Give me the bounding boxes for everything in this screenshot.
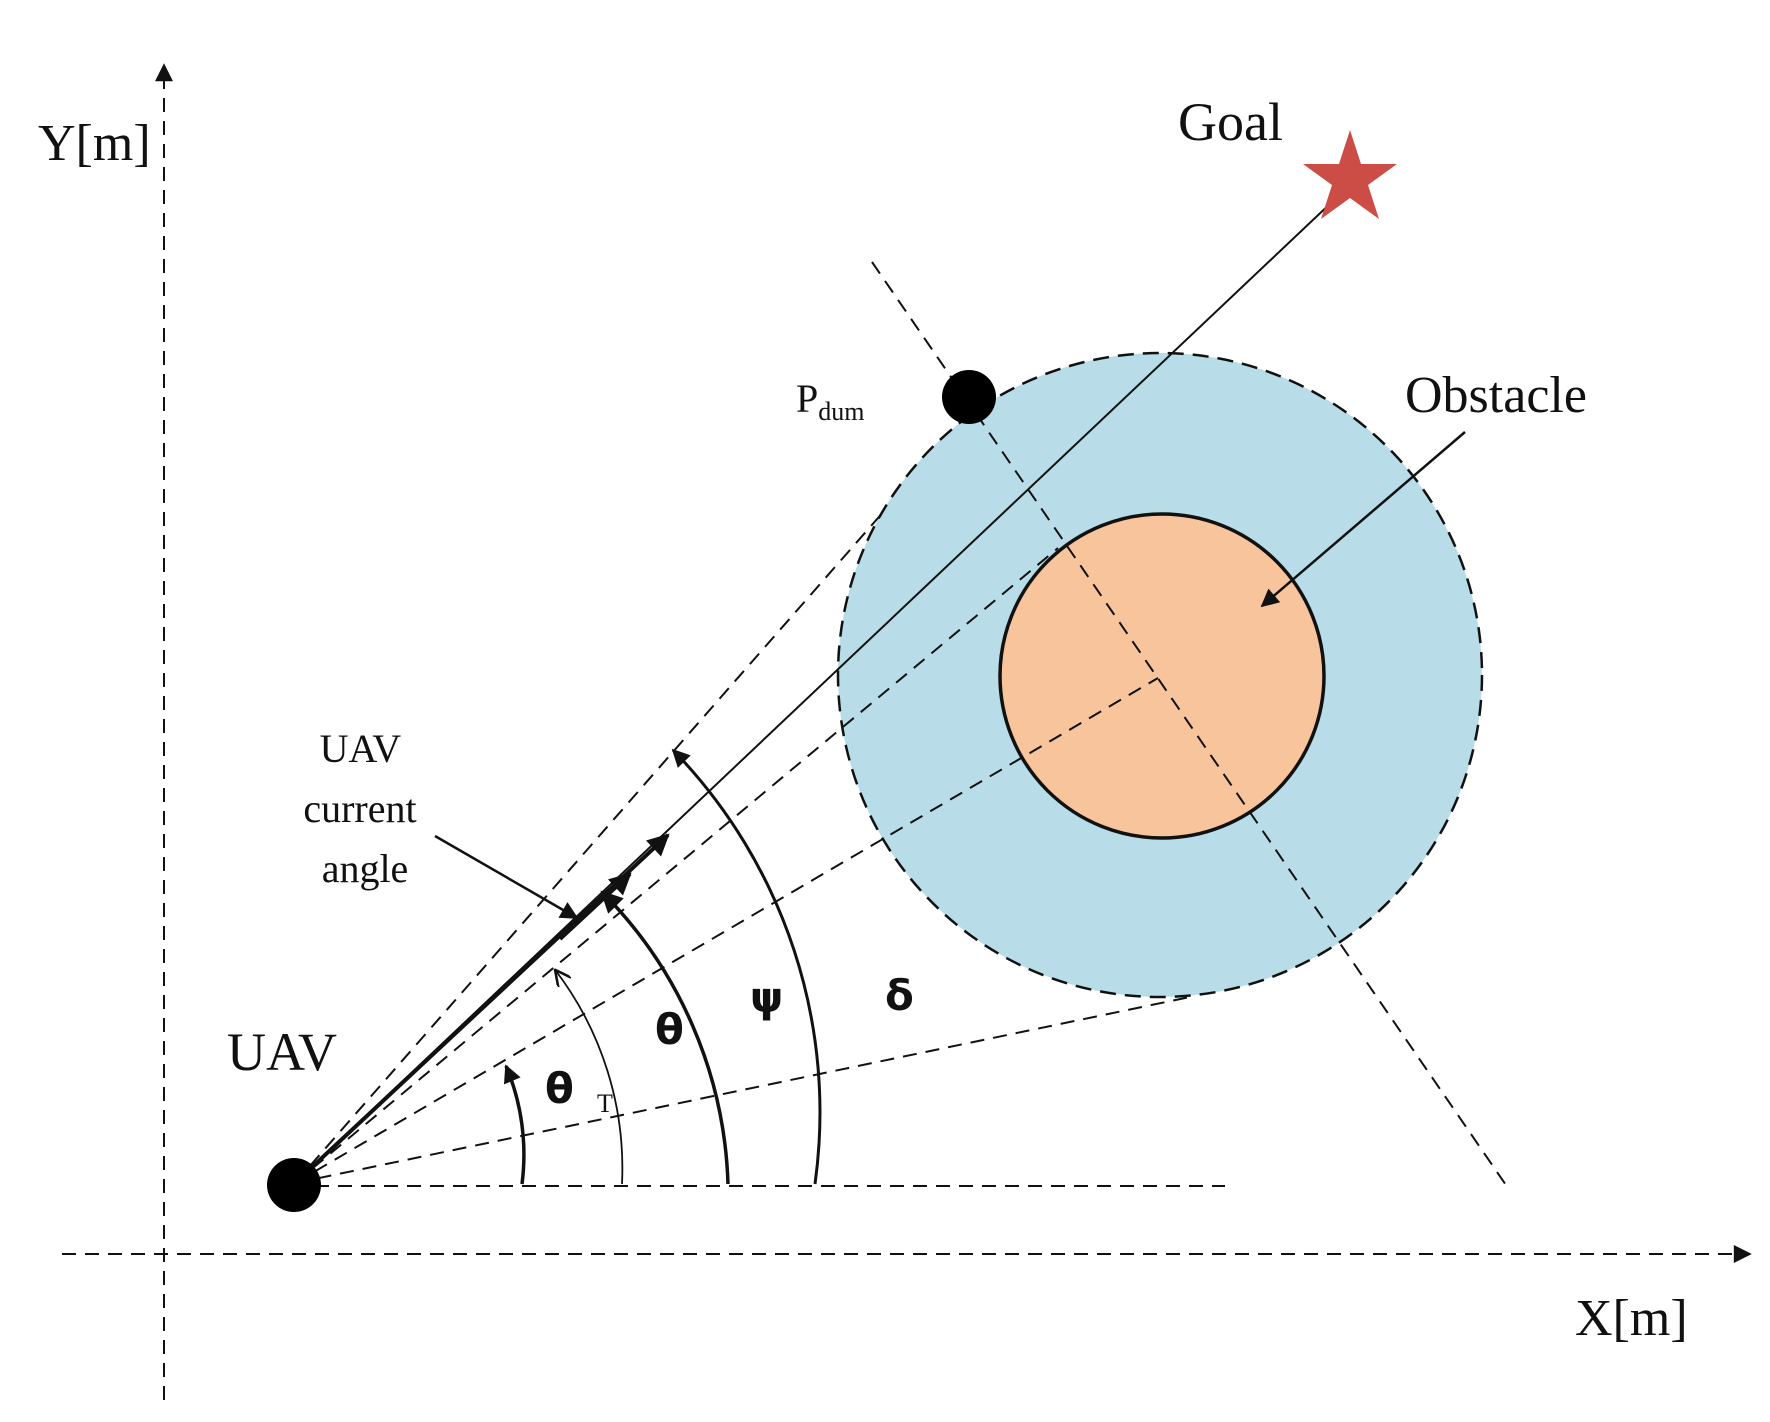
arc-psi (600, 890, 730, 1185)
obstacle-core (998, 512, 1326, 840)
uav-angle-callout: UAV current angle (303, 726, 426, 891)
angle-delta-label: δ (885, 971, 914, 1020)
angle-theta-label: θ (655, 1005, 684, 1054)
uav-heading-arrow-2 (558, 872, 632, 941)
angle-theta-t-label: θ (545, 1064, 574, 1113)
angle-psi-label: ψ (750, 973, 783, 1022)
arc-theta-t (503, 1064, 526, 1185)
angle-theta-t-subscript: T (597, 1089, 613, 1118)
uav-label: UAV (227, 1022, 337, 1082)
x-axis-label: X[m] (1575, 1290, 1688, 1347)
ray-to-center (294, 677, 1159, 1184)
ray-upper-tangent (294, 509, 886, 1184)
arc-delta (671, 748, 822, 1185)
uav-angle-callout-arrow (434, 834, 579, 920)
arc-theta (556, 971, 624, 1185)
obstacle-arrow (1260, 431, 1466, 608)
ray-lower-tangent (294, 996, 1191, 1184)
goal-star-icon (1303, 130, 1397, 219)
y-axis-label: Y[m] (38, 115, 151, 172)
p-dum-label: Pdum (796, 376, 864, 426)
goal-label: Goal (1178, 92, 1283, 152)
p-dum-marker (942, 370, 996, 424)
ray-to-core-tangent (294, 547, 1059, 1184)
uav-marker (267, 1158, 321, 1212)
obstacle-label: Obstacle (1405, 367, 1587, 424)
